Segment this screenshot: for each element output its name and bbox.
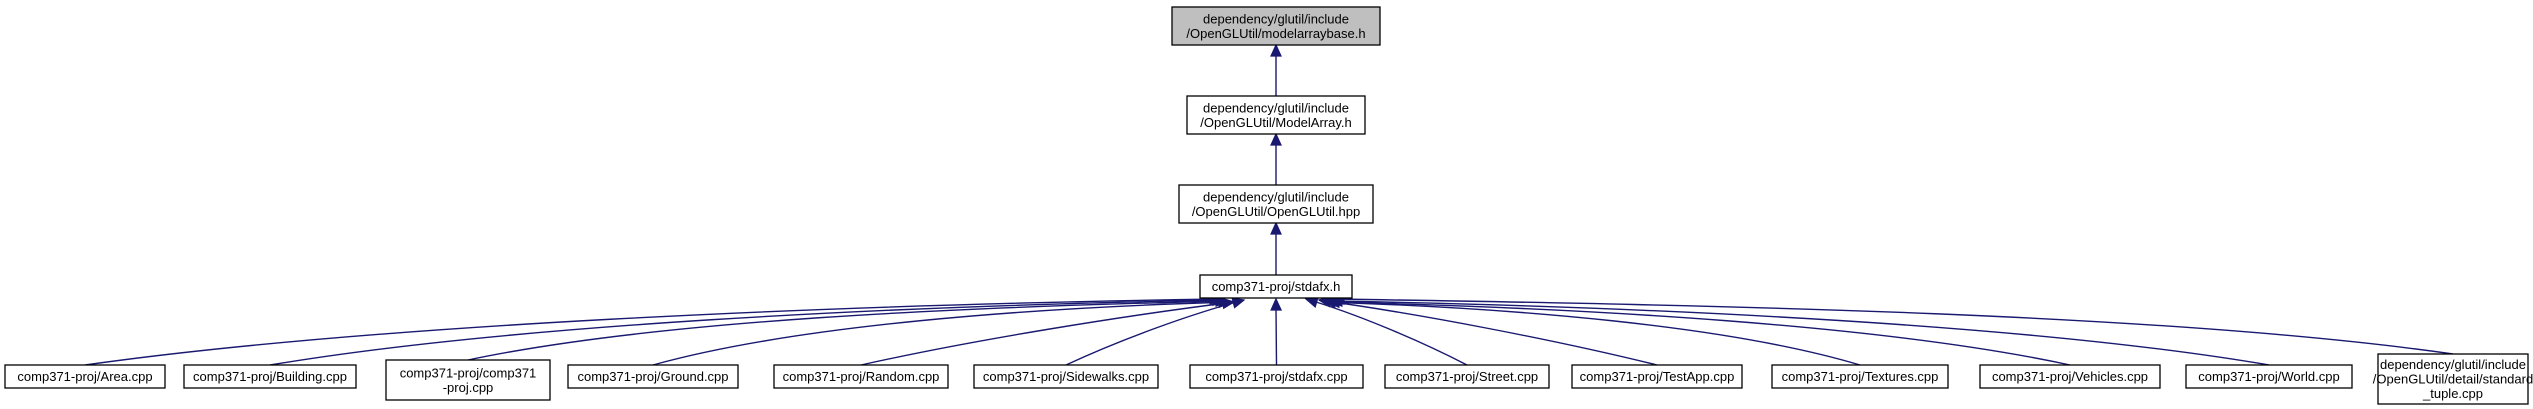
node-label-line: /OpenGLUtil/detail/standard bbox=[2373, 372, 2533, 387]
edge-random-to-stdafx_h bbox=[860, 301, 1235, 366]
node-label-line: comp371-proj/Area.cpp bbox=[17, 369, 152, 384]
node-label-line: comp371-proj/stdafx.h bbox=[1212, 279, 1341, 294]
node-building[interactable]: comp371-proj/Building.cpp bbox=[183, 364, 357, 389]
node-label-line: dependency/glutil/include bbox=[1203, 11, 1349, 26]
node-label-line: comp371-proj/comp371 bbox=[400, 365, 537, 380]
node-box bbox=[1189, 364, 1364, 389]
node-box bbox=[1771, 364, 1949, 389]
edge-testapp-to-stdafx_h bbox=[1318, 299, 1658, 366]
node-label-line: comp371-proj/Vehicles.cpp bbox=[1992, 369, 2148, 384]
edge-area-to-stdafx_h bbox=[84, 298, 1222, 366]
node-box bbox=[4, 364, 166, 389]
arrowhead-modelarray bbox=[1270, 43, 1282, 57]
node-modelarraybase[interactable]: dependency/glutil/include/OpenGLUtil/mod… bbox=[1171, 6, 1381, 46]
node-box bbox=[1171, 6, 1381, 46]
arrowhead-stdafx_cpp bbox=[1270, 297, 1283, 311]
node-box bbox=[973, 364, 1159, 389]
node-label-line: comp371-proj/Sidewalks.cpp bbox=[983, 369, 1149, 384]
node-ground[interactable]: comp371-proj/Ground.cpp bbox=[567, 364, 739, 389]
node-label-line: comp371-proj/World.cpp bbox=[2198, 369, 2339, 384]
node-box bbox=[1571, 364, 1743, 389]
node-box bbox=[183, 364, 357, 389]
node-testapp[interactable]: comp371-proj/TestApp.cpp bbox=[1571, 364, 1743, 389]
node-box bbox=[385, 359, 551, 401]
node-box bbox=[2377, 353, 2529, 405]
node-label-line: /OpenGLUtil/modelarraybase.h bbox=[1186, 26, 1365, 41]
node-stdafx_h[interactable]: comp371-proj/stdafx.h bbox=[1199, 274, 1353, 299]
node-world[interactable]: comp371-proj/World.cpp bbox=[2185, 364, 2353, 389]
node-box bbox=[567, 364, 739, 389]
node-stdafx_cpp[interactable]: comp371-proj/stdafx.cpp bbox=[1189, 364, 1364, 389]
node-box bbox=[1384, 364, 1550, 389]
node-box bbox=[1199, 274, 1353, 299]
node-label-line: comp371-proj/Random.cpp bbox=[783, 369, 940, 384]
node-standard_tuple[interactable]: dependency/glutil/include/OpenGLUtil/det… bbox=[2373, 353, 2533, 405]
node-area[interactable]: comp371-proj/Area.cpp bbox=[4, 364, 166, 389]
node-label-line: comp371-proj/Ground.cpp bbox=[577, 369, 728, 384]
node-street[interactable]: comp371-proj/Street.cpp bbox=[1384, 364, 1550, 389]
edge-stdafx_cpp-to-stdafx_h bbox=[1275, 308, 1278, 366]
node-label-line: dependency/glutil/include bbox=[2380, 357, 2526, 372]
edge-street-to-stdafx_h bbox=[1305, 298, 1468, 366]
node-label-line: comp371-proj/TestApp.cpp bbox=[1580, 369, 1735, 384]
node-label-line: /OpenGLUtil/ModelArray.h bbox=[1200, 115, 1352, 130]
arrowhead-sidewalks bbox=[1231, 297, 1246, 309]
edges-layer bbox=[84, 43, 2454, 366]
node-openglutil[interactable]: dependency/glutil/include/OpenGLUtil/Ope… bbox=[1178, 184, 1374, 224]
node-box bbox=[773, 364, 949, 389]
node-sidewalks[interactable]: comp371-proj/Sidewalks.cpp bbox=[973, 364, 1159, 389]
node-textures[interactable]: comp371-proj/Textures.cpp bbox=[1771, 364, 1949, 389]
node-vehicles[interactable]: comp371-proj/Vehicles.cpp bbox=[1979, 364, 2161, 389]
edge-vehicles-to-stdafx_h bbox=[1327, 301, 2071, 366]
node-label-line: /OpenGLUtil/OpenGLUtil.hpp bbox=[1192, 204, 1360, 219]
node-box bbox=[1186, 95, 1366, 135]
edge-world-to-stdafx_h bbox=[1330, 300, 2270, 366]
edge-sidewalks-to-stdafx_h bbox=[1065, 299, 1245, 366]
arrowhead-openglutil bbox=[1270, 132, 1282, 146]
node-modelarray[interactable]: dependency/glutil/include/OpenGLUtil/Mod… bbox=[1186, 95, 1366, 135]
node-box bbox=[2185, 364, 2353, 389]
node-label-line: -proj.cpp bbox=[443, 380, 494, 395]
node-comp371[interactable]: comp371-proj/comp371-proj.cpp bbox=[385, 359, 551, 401]
node-label-line: comp371-proj/stdafx.cpp bbox=[1205, 369, 1347, 384]
node-label-line: comp371-proj/Street.cpp bbox=[1396, 369, 1538, 384]
arrowhead-street bbox=[1304, 296, 1319, 308]
node-label-line: dependency/glutil/include bbox=[1203, 100, 1349, 115]
edge-ground-to-stdafx_h bbox=[652, 301, 1231, 366]
node-label-line: comp371-proj/Building.cpp bbox=[193, 369, 347, 384]
node-box bbox=[1979, 364, 2161, 389]
nodes-layer: dependency/glutil/include/OpenGLUtil/mod… bbox=[4, 6, 2533, 405]
node-label-line: dependency/glutil/include bbox=[1203, 189, 1349, 204]
edge-building-to-stdafx_h bbox=[269, 299, 1225, 366]
node-box bbox=[1178, 184, 1374, 224]
edge-textures-to-stdafx_h bbox=[1323, 301, 1861, 366]
node-random[interactable]: comp371-proj/Random.cpp bbox=[773, 364, 949, 389]
edge-standard_tuple-to-stdafx_h bbox=[1332, 298, 2454, 355]
edge-comp371-to-stdafx_h bbox=[467, 300, 1228, 361]
node-label-line: _tuple.cpp bbox=[2422, 386, 2483, 401]
node-label-line: comp371-proj/Textures.cpp bbox=[1782, 369, 1939, 384]
arrowhead-stdafx_h bbox=[1270, 221, 1282, 235]
